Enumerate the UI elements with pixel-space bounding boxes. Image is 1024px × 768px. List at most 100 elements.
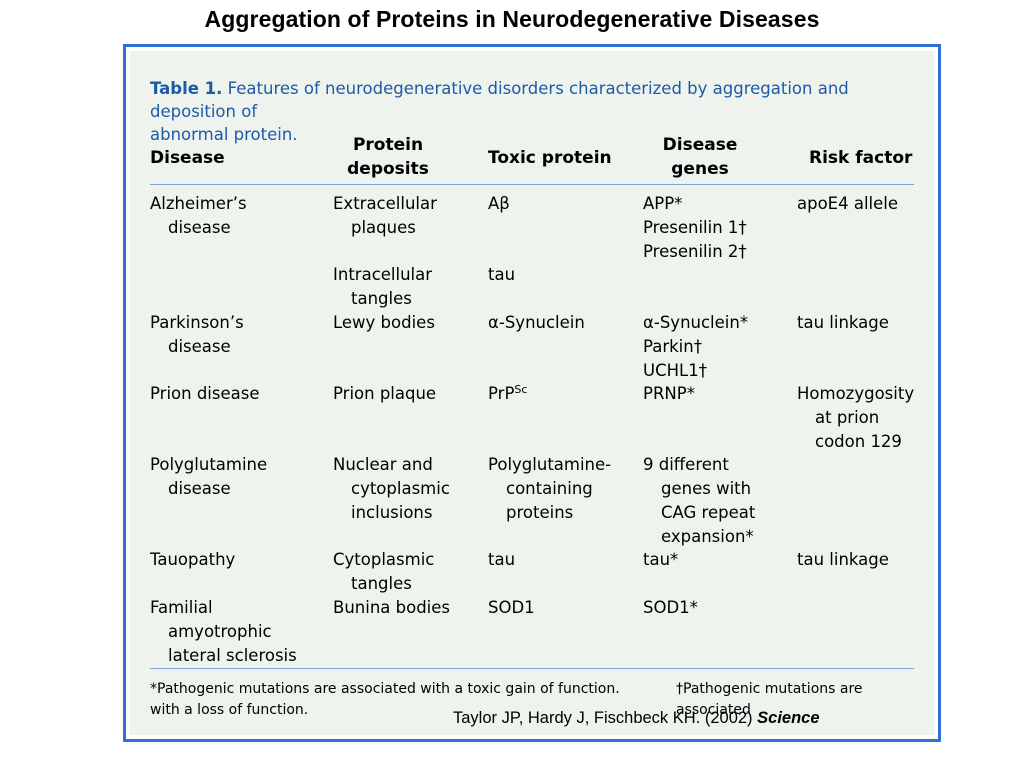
cell-line: SOD1 xyxy=(488,598,535,617)
cell-line: Tauopathy xyxy=(150,550,236,569)
cell-line: 9 different xyxy=(643,455,729,474)
table-footnotes: *Pathogenic mutations are associated wit… xyxy=(150,679,920,721)
cell-line: tangles xyxy=(351,289,412,308)
header-disease-genes-line1: Disease xyxy=(662,135,738,155)
table-caption: Table 1. Features of neurodegenerative d… xyxy=(150,77,920,146)
cell-line: Parkin† xyxy=(643,337,702,356)
header-protein-deposits: Protein deposits xyxy=(318,133,458,181)
caption-line1: Features of neurodegenerative disorders … xyxy=(150,79,849,121)
table-cell-disease: Parkinson’s disease xyxy=(150,311,244,359)
table-cell-genes: tau* xyxy=(643,548,678,572)
table-cell-deposits: Intracellular tangles xyxy=(333,263,432,311)
cell-line: Parkinson’s xyxy=(150,313,244,332)
cell-line: tau xyxy=(488,265,516,284)
footnote-1-line2: with a loss of function. xyxy=(150,702,309,718)
table-cell-risk: apoE4 allele xyxy=(797,192,898,216)
header-toxic-protein: Toxic protein xyxy=(488,148,612,168)
table-cell-deposits: Lewy bodies xyxy=(333,311,435,335)
cell-line: α-Synuclein* xyxy=(643,313,749,332)
cell-line: SOD1* xyxy=(643,598,698,617)
table-cell-toxic: α-Synuclein xyxy=(488,311,585,335)
footnote-1-line1: *Pathogenic mutations are associated wit… xyxy=(150,681,620,697)
header-risk-factor: Risk factor xyxy=(809,148,913,168)
table-cell-toxic: tau xyxy=(488,263,515,287)
cell-line: at prion xyxy=(815,408,880,427)
citation-journal: Science xyxy=(757,709,820,727)
cell-line: inclusions xyxy=(351,503,433,522)
table-cell-genes: SOD1* xyxy=(643,596,698,620)
header-disease-genes: Disease genes xyxy=(630,133,770,181)
cell-line: disease xyxy=(168,218,231,237)
cell-line: Presenilin 1† xyxy=(643,218,747,237)
cell-line: Prion disease xyxy=(150,384,260,403)
cell-line: Cytoplasmic xyxy=(333,550,435,569)
table-cell-deposits: Cytoplasmic tangles xyxy=(333,548,434,596)
slide-title: Aggregation of Proteins in Neurodegenera… xyxy=(204,6,820,32)
cell-line: UCHL1† xyxy=(643,361,707,380)
cell-line: Presenilin 2† xyxy=(643,242,747,261)
cell-line: Homozygosity xyxy=(797,384,915,403)
cell-line: plaques xyxy=(351,218,416,237)
cell-line: codon 129 xyxy=(815,432,902,451)
cell-line: α-Synuclein xyxy=(488,313,585,332)
cell-line: disease xyxy=(168,337,231,356)
cell-line: disease xyxy=(168,479,231,498)
footer-rule xyxy=(150,668,914,669)
cell-line: cytoplasmic xyxy=(351,479,450,498)
table-cell-disease: Tauopathy xyxy=(150,548,235,572)
cell-line: CAG repeat xyxy=(661,503,756,522)
cell-line: Alzheimer’s xyxy=(150,194,247,213)
citation: Taylor JP, Hardy J, Fischbeck KH. (2002)… xyxy=(453,709,820,728)
table-cell-toxic: Aβ xyxy=(488,192,510,216)
header-protein-deposits-line2: deposits xyxy=(347,159,429,179)
toxic-protein-superscript: Sc xyxy=(514,383,528,396)
table-cell-risk: tau linkage xyxy=(797,548,889,572)
cell-line: amyotrophic xyxy=(168,622,272,641)
cell-line: Extracellular xyxy=(333,194,437,213)
table-panel: Table 1. Features of neurodegenerative d… xyxy=(130,51,934,735)
table-cell-deposits: Nuclear and cytoplasmic inclusions xyxy=(333,453,450,525)
table-cell-disease: Familial amyotrophic lateral sclerosis xyxy=(150,596,297,668)
table-cell-genes: APP* Presenilin 1† Presenilin 2† xyxy=(643,192,747,264)
table-cell-deposits: Extracellular plaques xyxy=(333,192,437,240)
table-cell-risk: tau linkage xyxy=(797,311,889,335)
cell-line: APP* xyxy=(643,194,683,213)
table-figure: Table 1. Features of neurodegenerative d… xyxy=(123,44,941,742)
table-cell-toxic: Polyglutamine- containing proteins xyxy=(488,453,611,525)
table-cell-deposits: Bunina bodies xyxy=(333,596,450,620)
table-cell-genes: PRNP* xyxy=(643,382,695,406)
table-cell-genes: α-Synuclein* Parkin† UCHL1† xyxy=(643,311,748,383)
cell-line: tau* xyxy=(643,550,679,569)
header-protein-deposits-line1: Protein xyxy=(352,135,424,155)
header-disease-genes-line2: genes xyxy=(671,159,729,179)
cell-line: genes with xyxy=(661,479,752,498)
cell-line: Bunina bodies xyxy=(333,598,451,617)
cell-line: Intracellular xyxy=(333,265,433,284)
header-disease: Disease xyxy=(150,148,225,168)
table-cell-disease: Prion disease xyxy=(150,382,260,406)
cell-line: containing xyxy=(506,479,593,498)
cell-line: Lewy bodies xyxy=(333,313,435,332)
cell-line: Familial xyxy=(150,598,213,617)
cell-line: expansion* xyxy=(661,527,754,546)
footnote-2: †Pathogenic mutations are associated xyxy=(676,681,863,718)
cell-line: lateral sclerosis xyxy=(168,646,297,665)
table-cell-deposits: Prion plaque xyxy=(333,382,436,406)
cell-line: Prion plaque xyxy=(333,384,437,403)
table-cell-toxic: SOD1 xyxy=(488,596,535,620)
caption-line2: abnormal protein. xyxy=(150,125,298,144)
cell-line: tau linkage xyxy=(797,313,889,332)
citation-text: Taylor JP, Hardy J, Fischbeck KH. (2002) xyxy=(453,709,758,727)
table-cell-genes: 9 different genes with CAG repeat expans… xyxy=(643,453,755,549)
cell-line: tau linkage xyxy=(797,550,889,569)
table-cell-disease: Polyglutamine disease xyxy=(150,453,267,501)
table-cell-risk: Homozygosity at prion codon 129 xyxy=(797,382,914,454)
cell-line: tangles xyxy=(351,574,412,593)
caption-lead: Table 1. xyxy=(150,79,223,98)
toxic-protein-base: PrP xyxy=(488,384,515,403)
cell-line: Aβ xyxy=(488,194,510,213)
cell-line: proteins xyxy=(506,503,574,522)
header-rule xyxy=(150,184,914,185)
cell-line: tau xyxy=(488,550,516,569)
table-cell-toxic: PrPSc xyxy=(488,382,527,406)
